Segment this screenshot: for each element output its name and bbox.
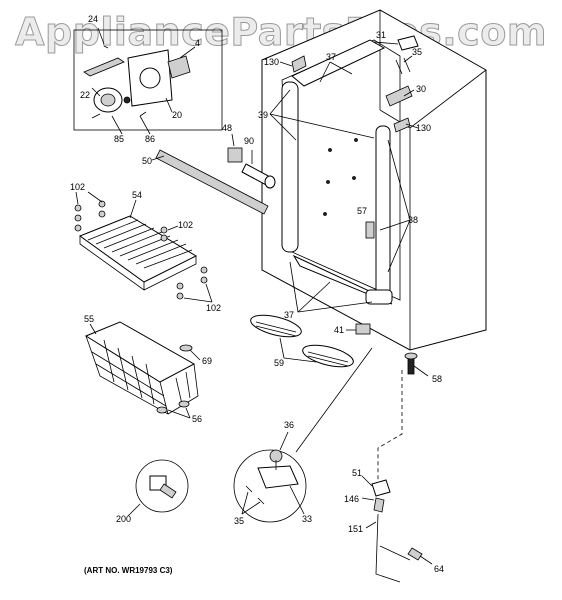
callout-69: 69 [202,356,212,366]
callout-37-bottom: 37 [284,310,294,320]
callout-54: 54 [132,190,142,200]
callout-31: 31 [376,30,386,40]
callout-57: 57 [357,206,367,216]
callout-102-a: 102 [70,182,85,192]
callout-35-top: 35 [412,47,422,57]
callout-130-right: 130 [416,123,431,133]
callout-59: 59 [274,358,284,368]
callout-151: 151 [348,524,363,534]
callout-86: 86 [145,134,155,144]
callout-146: 146 [344,494,359,504]
art-number: (ART NO. WR19793 C3) [84,566,173,575]
callout-24: 24 [88,14,98,24]
callout-22: 22 [80,90,90,100]
drain-assembly [361,370,433,583]
callout-50: 50 [142,156,152,166]
callout-39: 39 [258,110,268,120]
callout-30: 30 [416,84,426,94]
callout-102-b: 102 [178,220,193,230]
cabinet-illustration [261,9,487,377]
callout-37-top: 37 [326,52,336,62]
callout-35-bottom: 35 [234,516,244,526]
callout-130-top-left: 130 [264,57,279,67]
callout-200: 200 [116,514,131,524]
wire-basket [84,321,201,419]
callout-58: 58 [432,374,442,384]
callout-85: 85 [114,134,124,144]
callout-33: 33 [302,514,312,524]
callout-64: 64 [434,564,444,574]
callout-48: 48 [222,123,232,133]
control-assembly-inset [73,27,223,135]
callout-56: 56 [192,414,202,424]
callout-90: 90 [244,136,254,146]
callout-20: 20 [172,110,182,120]
hinge-detail [233,347,373,523]
drain-fitting-detail [127,459,189,517]
wire-shelf [74,191,213,303]
callout-36: 36 [284,420,294,430]
callout-55: 55 [84,314,94,324]
vent-grilles [250,314,354,368]
callout-4: 4 [195,38,200,48]
callout-38: 38 [408,215,418,225]
callout-41: 41 [334,325,344,335]
evaporator-parts [151,133,276,215]
callout-51: 51 [352,468,362,478]
callout-102-c: 102 [206,303,221,313]
watermark: AppliancePartsPros.com [15,10,547,55]
